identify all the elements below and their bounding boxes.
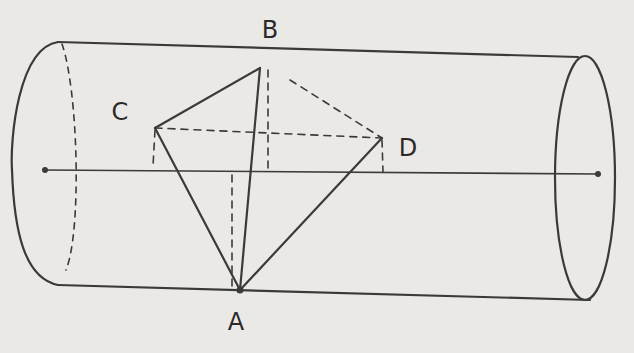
point-label: B xyxy=(262,18,278,42)
point-label: D xyxy=(399,136,417,160)
point-label: C xyxy=(112,100,129,124)
point-label: A xyxy=(228,310,244,334)
